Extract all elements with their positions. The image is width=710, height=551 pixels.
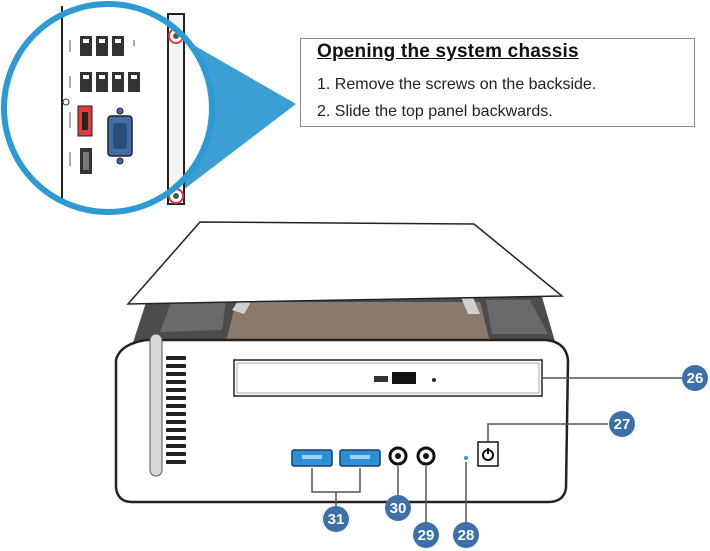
callout-31-label: 31 xyxy=(328,511,345,528)
rear-panel-magnifier xyxy=(4,4,212,212)
callout-26-label: 26 xyxy=(687,370,704,387)
callout-30: 30 xyxy=(385,495,411,521)
callout-28-label: 28 xyxy=(458,527,475,544)
instruction-step-2: 2. Slide the top panel backwards. xyxy=(317,103,553,120)
callout-26: 26 xyxy=(682,365,708,391)
magnifier-ring xyxy=(1,1,215,215)
callout-leaders xyxy=(311,377,686,524)
vent-grille xyxy=(166,356,186,464)
front-usb-ports xyxy=(291,449,381,467)
chassis-body xyxy=(114,290,570,504)
callout-31: 31 xyxy=(323,506,349,532)
top-cover-panel xyxy=(126,221,565,305)
callout-28: 28 xyxy=(453,522,479,548)
instruction-step-1: 1. Remove the screws on the backside. xyxy=(317,76,597,93)
power-button xyxy=(477,441,499,467)
instruction-box: Opening the system chassis 1. Remove the… xyxy=(300,38,695,127)
indicator-led xyxy=(464,456,468,460)
callout-27-label: 27 xyxy=(614,416,631,433)
audio-jack-30 xyxy=(388,446,408,466)
callout-29: 29 xyxy=(413,522,439,548)
instruction-title: Opening the system chassis xyxy=(317,41,579,62)
callout-30-label: 30 xyxy=(390,500,407,517)
callout-29-label: 29 xyxy=(418,527,435,544)
audio-jack-29 xyxy=(416,446,436,466)
callout-27: 27 xyxy=(609,411,635,437)
